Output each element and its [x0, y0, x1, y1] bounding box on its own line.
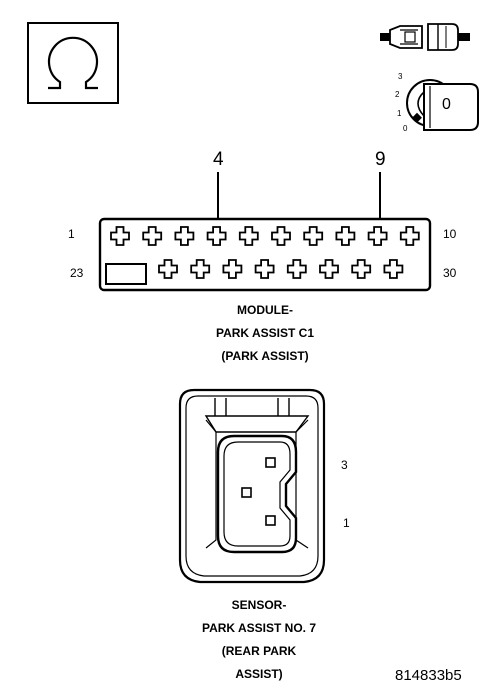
module-title-line1: MODULE-: [237, 303, 293, 317]
module-title-line3: (PARK ASSIST): [221, 349, 309, 363]
key-position-0: 0: [403, 124, 408, 133]
ohm-meter-icon: [27, 22, 119, 104]
key-label: 0: [442, 96, 451, 113]
pin-cavity: [238, 226, 259, 246]
pin-cavity: [254, 259, 275, 279]
module-pins-bottom: [158, 259, 404, 279]
pin-cavity: [190, 259, 211, 279]
pin-cavity: [206, 226, 227, 246]
pin-label-23: 23: [70, 266, 84, 280]
pin-cavity: [158, 259, 178, 279]
connector-unplugged-icon: [380, 23, 470, 51]
sensor-title-line1: SENSOR-: [231, 598, 287, 612]
sensor-title-line4: ASSIST): [235, 667, 283, 681]
sensor-title-line3: (REAR PARK: [221, 644, 297, 658]
pin-label-1: 1: [68, 227, 75, 241]
key-position-1: 1: [397, 109, 402, 118]
pin-cavity: [222, 259, 243, 279]
sensor-pin-label-3: 3: [341, 458, 348, 472]
pin-cavity: [110, 226, 130, 246]
ignition-key-icon: [406, 79, 479, 131]
sensor-pin-label-1: 1: [343, 516, 350, 530]
sensor-connector: [178, 388, 326, 584]
pin-cavity: [319, 259, 339, 279]
figure-id: 814833b5: [395, 667, 462, 684]
key-position-2: 2: [395, 90, 400, 99]
pin-label-30: 30: [443, 266, 457, 280]
callout-pin-9: 9: [375, 149, 386, 170]
pin-cavity: [367, 226, 388, 246]
pin-cavity: [174, 226, 195, 246]
pin-cavity: [399, 226, 420, 246]
pin-cavity: [286, 259, 307, 279]
pin-cavity: [383, 259, 404, 279]
pin-cavity: [351, 259, 372, 279]
pin-cavity: [271, 226, 291, 246]
module-pins-top: [110, 226, 420, 246]
pin-label-10: 10: [443, 227, 457, 241]
pin-cavity: [335, 226, 356, 246]
pin-cavity: [142, 226, 163, 246]
callout-pin-4: 4: [213, 149, 224, 170]
pin-cavity: [303, 226, 324, 246]
module-title-line2: PARK ASSIST C1: [215, 326, 314, 340]
sensor-title-line2: PARK ASSIST NO. 7: [201, 621, 317, 635]
key-position-3: 3: [398, 72, 403, 81]
